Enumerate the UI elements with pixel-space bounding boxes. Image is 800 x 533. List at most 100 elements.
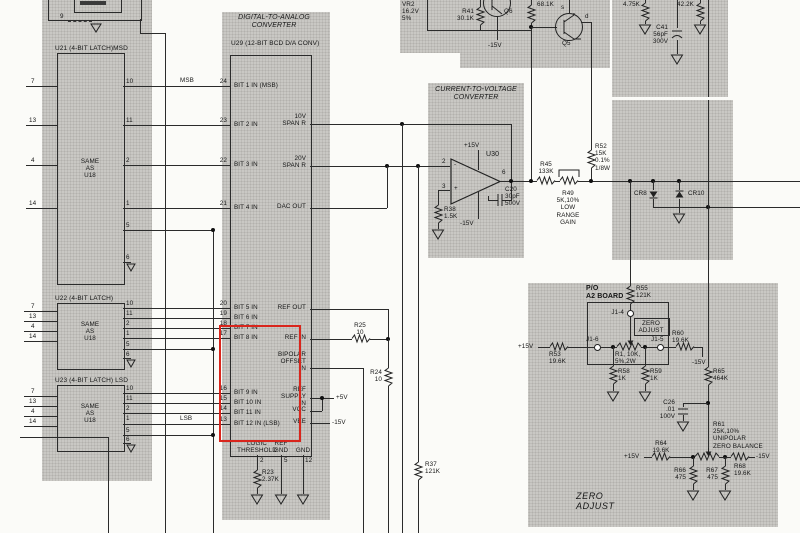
opamp-minus: - bbox=[454, 161, 457, 168]
label-r49: R49 5K,10% LOW RANGE GAIN bbox=[556, 190, 580, 226]
ground-symbol bbox=[126, 263, 136, 273]
pin-number: 12 bbox=[305, 457, 313, 464]
wire bbox=[123, 328, 230, 329]
wire bbox=[601, 347, 617, 348]
label-r67: R67 475 bbox=[706, 467, 718, 482]
ctv-title: CURRENT-TO-VOLTAGE CONVERTER bbox=[435, 86, 517, 101]
pin-number: 4 bbox=[31, 408, 35, 415]
ic-u22-body: SAME AS U18 bbox=[80, 321, 100, 343]
label-vr2: VR2 16.2V 5% bbox=[402, 1, 419, 23]
pin-number: 2 bbox=[442, 158, 446, 165]
wire bbox=[140, 33, 165, 34]
lsb-label: LSB bbox=[180, 415, 193, 422]
pin-number: 4 bbox=[31, 157, 35, 164]
wire bbox=[123, 358, 131, 359]
zero-adjust-label-box bbox=[634, 318, 670, 336]
zero-adjust-group-box bbox=[587, 302, 669, 365]
wire bbox=[708, 385, 709, 448]
diode-symbol bbox=[675, 190, 684, 198]
label-r23: R23 2.37K bbox=[262, 469, 279, 484]
supply-minus15: -15V bbox=[488, 42, 502, 49]
wire bbox=[700, 0, 701, 3]
pin-number: 5 bbox=[126, 341, 130, 348]
pin-number: 11 bbox=[126, 310, 133, 317]
wire bbox=[123, 165, 230, 166]
wire bbox=[24, 321, 57, 322]
wire bbox=[303, 455, 304, 494]
pin-number: 14 bbox=[219, 405, 227, 412]
diode-symbol bbox=[649, 191, 658, 199]
pin-number: 6 bbox=[126, 436, 130, 443]
label-r53: R53 19.6K bbox=[549, 351, 566, 366]
pin-number: 5 bbox=[284, 457, 288, 464]
wire bbox=[24, 416, 57, 417]
msb-label: MSB bbox=[180, 77, 194, 84]
label-r59: R59 1K bbox=[650, 368, 662, 383]
wire bbox=[26, 165, 57, 166]
wire bbox=[531, 27, 557, 28]
wire bbox=[679, 207, 680, 213]
resistor-symbol bbox=[433, 204, 444, 224]
wire-main bbox=[555, 181, 560, 182]
opamp-plus: + bbox=[454, 185, 458, 192]
pin-number: 19 bbox=[219, 310, 227, 317]
ground-symbol bbox=[90, 23, 102, 33]
wire bbox=[310, 309, 388, 310]
wire bbox=[123, 262, 131, 263]
pin-number: 1 bbox=[126, 415, 130, 422]
pin-number: 2 bbox=[126, 157, 130, 164]
wire bbox=[388, 309, 389, 339]
wire bbox=[108, 437, 109, 533]
ic-u23 bbox=[57, 385, 125, 452]
shaded-region bbox=[222, 12, 330, 520]
pin-number: 13 bbox=[29, 117, 37, 124]
resistor-symbol bbox=[608, 365, 619, 385]
wire-bus bbox=[213, 230, 214, 533]
wire bbox=[310, 398, 322, 399]
pin-number: 7 bbox=[31, 303, 35, 310]
label-j15: J1-5 bbox=[651, 336, 664, 343]
wire bbox=[24, 311, 57, 312]
wire bbox=[613, 347, 614, 366]
wire bbox=[480, 0, 481, 7]
transistor-symbol bbox=[555, 13, 583, 41]
ic-u23-title: U23 (4-BIT LATCH) LSD bbox=[55, 377, 129, 384]
wire bbox=[310, 208, 387, 209]
wire-bus bbox=[165, 33, 166, 533]
resistor-symbol bbox=[640, 2, 651, 22]
wire bbox=[24, 396, 57, 397]
wire bbox=[123, 308, 230, 309]
wire bbox=[679, 199, 680, 207]
junction-dot bbox=[211, 347, 215, 351]
wire bbox=[123, 338, 230, 339]
wire bbox=[488, 196, 489, 201]
pin-number: 13 bbox=[29, 313, 37, 320]
shaded-region bbox=[612, 100, 733, 260]
wire bbox=[700, 21, 701, 24]
pin-number: 14 bbox=[29, 418, 37, 425]
label-r58: R58 1K bbox=[618, 368, 630, 383]
ground-symbol bbox=[250, 494, 264, 505]
junction-dot bbox=[211, 228, 215, 232]
ic-u23-body: SAME AS U18 bbox=[80, 403, 100, 425]
connector-pin-j14 bbox=[627, 310, 634, 317]
annotation-box bbox=[219, 325, 301, 442]
pin-label: BIT 8 IN bbox=[234, 334, 258, 341]
transistor-symbol bbox=[483, 0, 511, 17]
ic-u21-title: U21 (4-BIT LATCH)MSD bbox=[55, 45, 128, 52]
pin-number: 3 bbox=[442, 183, 446, 190]
resistor-symbol bbox=[625, 285, 636, 305]
junction-dot bbox=[320, 396, 324, 400]
pin-number: 1 bbox=[126, 200, 130, 207]
pin-number: 23 bbox=[219, 117, 227, 124]
label-q5-drain: d bbox=[585, 13, 589, 20]
pin-label: REF GND bbox=[273, 440, 289, 455]
wire bbox=[438, 190, 450, 191]
wire bbox=[478, 150, 479, 170]
wire bbox=[310, 368, 363, 369]
resistor-symbol bbox=[695, 2, 706, 22]
junction-dot bbox=[509, 179, 513, 183]
wire bbox=[310, 411, 322, 412]
pin-number: 6 bbox=[126, 254, 130, 261]
label-r1: R1, 10K, 5%,2W bbox=[615, 351, 641, 366]
